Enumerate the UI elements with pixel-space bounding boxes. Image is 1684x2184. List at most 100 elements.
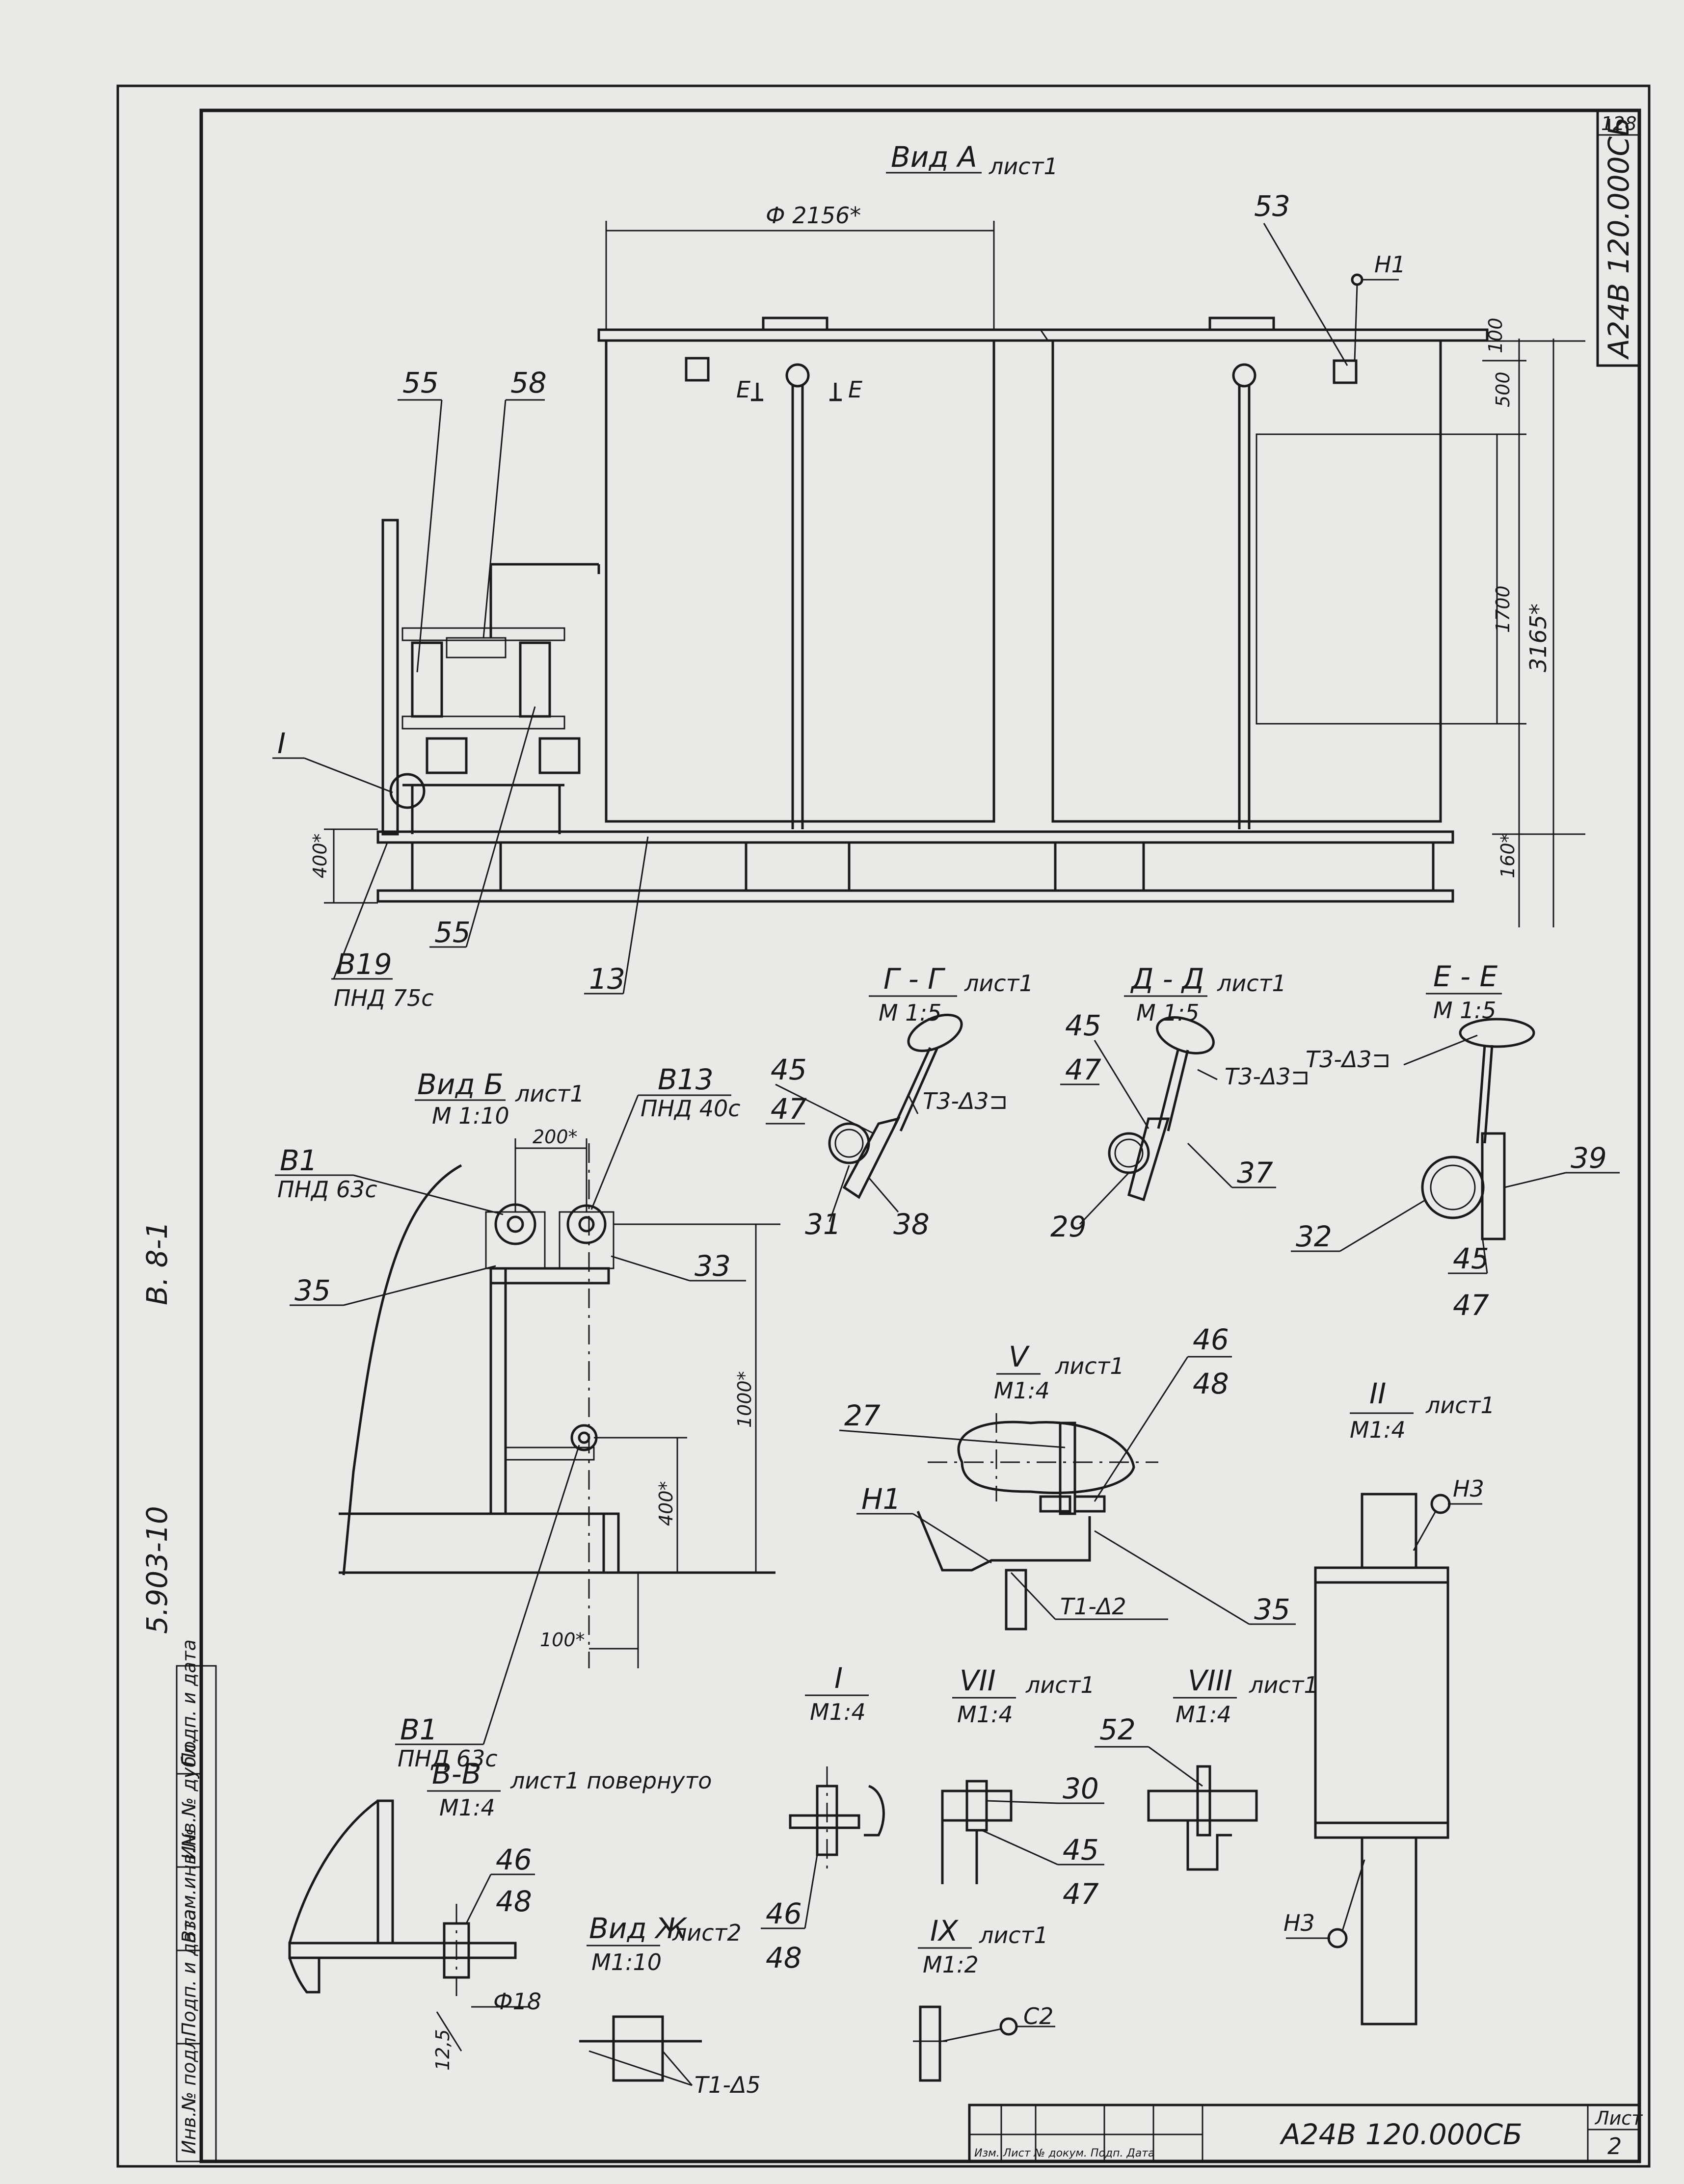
section-gg-scale: М 1:5: [879, 1000, 941, 1026]
i-label-48: 48: [766, 1941, 802, 1974]
section-gg-ref: лист1: [964, 970, 1034, 997]
node-v: V М1:4 лист1 46 48 27 Н1 Т1-Δ2 35: [839, 1323, 1296, 1631]
margin-cell-3: Взам.инв.№: [178, 1828, 200, 1943]
dd-label-45: 45: [1065, 1009, 1101, 1042]
view-zh: Вид Ж М1:10 лист2 Т1-Δ5: [579, 1912, 761, 2098]
node-i-scale: М1:4: [810, 1699, 866, 1725]
section-vv-ref: лист1 повернуто: [510, 1767, 712, 1794]
node-i: I М1:4 46 48: [761, 1661, 885, 1974]
node-ix-scale: М1:2: [923, 1951, 979, 1978]
view-zh-scale: М1:10: [591, 1949, 662, 1975]
dd-label-29: 29: [1050, 1210, 1087, 1243]
dd-weld: Т3-Δ3⊐: [1225, 1063, 1310, 1090]
vii-label-47: 47: [1063, 1877, 1099, 1911]
label-13: 13: [589, 962, 625, 996]
section-mark-e2: Е: [848, 376, 862, 403]
section-d-d: Д - Д М 1:5 лист1 45 47 Т3-Δ3⊐ 29 37: [1050, 962, 1310, 1243]
ee-weld: Т3-Δ3⊐: [1306, 1046, 1390, 1073]
node-viii: VIII М1:4 лист1 52: [1095, 1664, 1318, 1871]
ii-label-h3a: Н3: [1453, 1475, 1484, 1502]
gg-label-38: 38: [893, 1208, 930, 1241]
gg-label-31: 31: [805, 1208, 841, 1241]
label-b1b: В1: [400, 1713, 438, 1746]
title-block-header: Изм. Лист № докум. Подп. Дата: [974, 2147, 1154, 2159]
v-label-27: 27: [844, 1399, 881, 1432]
v-label-h1: Н1: [861, 1482, 901, 1516]
node-vii: VII М1:4 лист1 30 45 47: [941, 1664, 1104, 1911]
node-viii-title: VIII: [1188, 1664, 1232, 1697]
node-ix-title: IX: [930, 1914, 959, 1947]
side-code-a: 5.903-10: [140, 1506, 174, 1634]
label-58: 58: [510, 366, 547, 399]
label-pnd75: ПНД 75с: [334, 985, 434, 1011]
sheet-number: 2: [1607, 2133, 1622, 2159]
dd-label-47: 47: [1065, 1053, 1101, 1086]
section-v-v: В-В М1:4 лист1 повернуто 46 48 Ф18 12,5: [288, 1757, 712, 2071]
node-ii-title: II: [1369, 1377, 1386, 1410]
node-vii-ref: лист1: [1025, 1672, 1095, 1698]
node-v-scale: М1:4: [994, 1377, 1050, 1404]
margin-table: Инв.№ подл. Подп. и дата Взам.инв.№ Инв.…: [178, 1639, 200, 2154]
node-ix-ref: лист1: [979, 1922, 1048, 1948]
label-h1: Н1: [1374, 251, 1406, 278]
node-viii-scale: М1:4: [1176, 1701, 1231, 1728]
node-vii-scale: М1:4: [957, 1701, 1013, 1728]
corner-number: 128: [1601, 113, 1637, 134]
view-b-title: Вид Б: [417, 1068, 504, 1101]
vii-label-30: 30: [1063, 1772, 1099, 1805]
node-ii-ref: лист1: [1425, 1392, 1495, 1419]
dd-label-37: 37: [1237, 1156, 1273, 1189]
viii-label-52: 52: [1099, 1713, 1136, 1746]
dim-160: 160*: [1497, 833, 1519, 878]
zh-weld: Т1-Δ5: [695, 2072, 761, 2098]
ix-label-c2: С2: [1023, 2003, 1053, 2029]
node-v-ref: лист1: [1055, 1353, 1124, 1379]
dim-1000: 1000*: [734, 1371, 755, 1428]
view-b: Вид Б М 1:10 лист1 200* 1000* 400*: [275, 1063, 780, 1772]
margin-cell-4: Инв.№ дубл.: [178, 1738, 200, 1860]
gg-label-47: 47: [771, 1092, 807, 1126]
v-label-46: 46: [1193, 1323, 1229, 1356]
vv-label-48: 48: [496, 1885, 532, 1918]
view-zh-ref: лист2: [672, 1920, 742, 1946]
dim-100: 100: [1485, 317, 1506, 353]
section-g-g: Г - Г М 1:5 лист1 45 47 Т3-Δ3⊐ 31 38: [766, 962, 1034, 1241]
ee-label-47: 47: [1453, 1289, 1489, 1322]
view-a-title: Вид А: [891, 140, 977, 174]
dim-100b: 100*: [540, 1629, 585, 1651]
vv-label-46: 46: [496, 1843, 532, 1876]
label-55a: 55: [402, 366, 439, 399]
dim-200: 200*: [533, 1126, 578, 1148]
label-roman-1: I: [277, 727, 286, 760]
v-weld: Т1-Δ2: [1060, 1593, 1126, 1620]
view-b-ref: лист1: [515, 1080, 585, 1107]
gg-weld: Т3-Δ3⊐: [923, 1088, 1008, 1114]
margin-cell-1: Инв.№ подл.: [178, 2031, 200, 2154]
label-pnd63: ПНД 63с: [277, 1176, 377, 1203]
corner-code-box: 128 А24В 120.000СБ: [1596, 109, 1641, 367]
dim-diameter: Ф 2156*: [766, 202, 861, 229]
label-55b: 55: [434, 916, 471, 949]
ee-label-39: 39: [1571, 1141, 1607, 1175]
i-label-46: 46: [766, 1897, 802, 1930]
label-pnd40: ПНД 40с: [641, 1095, 741, 1122]
vii-label-45: 45: [1063, 1833, 1099, 1867]
view-b-scale: М 1:10: [432, 1103, 509, 1129]
dim-1700: 1700: [1492, 585, 1514, 633]
section-dd-scale: М 1:5: [1136, 1000, 1199, 1026]
gg-label-45: 45: [771, 1053, 807, 1086]
node-vii-title: VII: [960, 1664, 996, 1697]
title-block-code: А24В 120.000СБ: [1279, 2118, 1523, 2151]
ee-label-32: 32: [1296, 1220, 1332, 1253]
label-b19: В19: [336, 947, 392, 981]
vv-phi18: Ф18: [493, 1988, 541, 2015]
ii-label-h3b: Н3: [1283, 1910, 1315, 1936]
v-label-35: 35: [1254, 1593, 1290, 1626]
view-a-ref: лист1: [989, 153, 1058, 180]
view-a: Вид А лист1 Ф 2156* Е Е: [272, 140, 1585, 1011]
node-i-title: I: [834, 1661, 843, 1695]
section-mark-e1: Е: [736, 376, 750, 403]
sheet-frame: [116, 84, 1651, 2168]
